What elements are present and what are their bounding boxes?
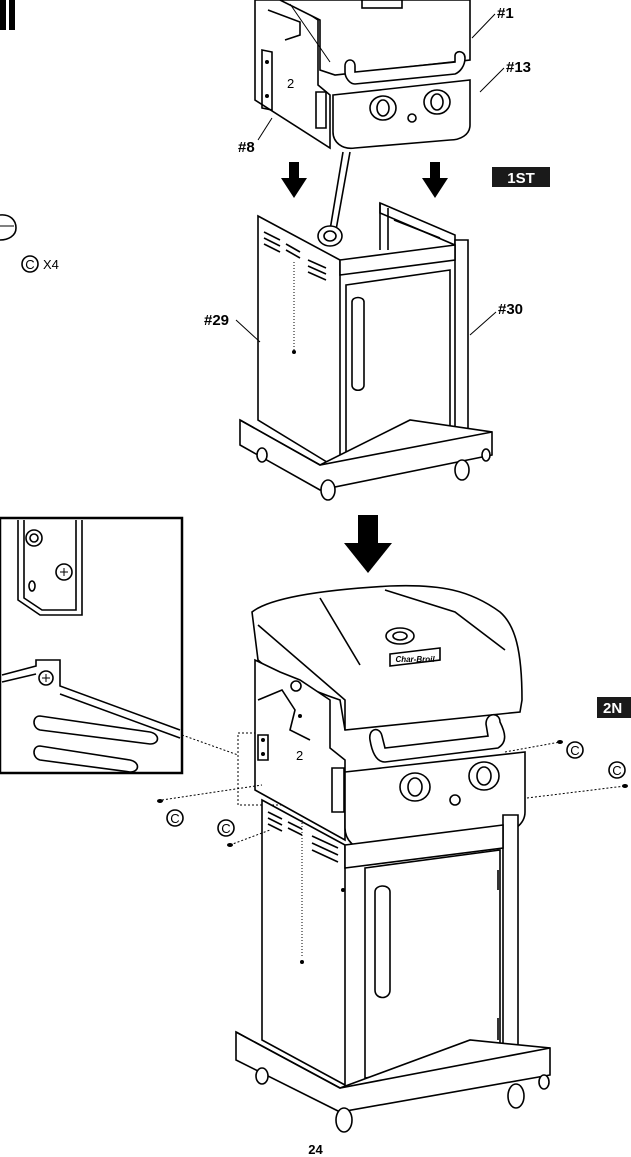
panel-number-assembled: 2 [296, 748, 303, 763]
screw-icon [157, 799, 163, 803]
step-first-badge [492, 167, 550, 187]
hardware-quantity: X4 [43, 257, 59, 272]
heading-fragment [0, 0, 6, 30]
step-second-label: 2N [603, 700, 622, 717]
igniter-icon [449, 794, 461, 806]
part-c-marker: C [608, 761, 626, 779]
part-c-marker: C [166, 809, 184, 827]
step-first-label: 1ST [507, 170, 535, 187]
caster-icon [320, 479, 336, 501]
detail-inset [0, 516, 184, 775]
part-c-icon [608, 761, 626, 779]
screw-icon [557, 740, 563, 744]
label-control-panel: #13 [506, 59, 531, 76]
label-lid: #1 [497, 5, 514, 22]
screw-icon [227, 843, 233, 847]
svg-text:C: C [570, 743, 579, 758]
screw-icon [622, 784, 628, 788]
arrow-down-icon [281, 162, 307, 198]
grill-head-top: 2 [254, 0, 471, 247]
hardware-legend: C X4 [0, 214, 59, 273]
part-letter: C [25, 257, 34, 272]
svg-text:C: C [612, 763, 621, 778]
grill-assembled: Char-Broil 2 [235, 584, 551, 1133]
svg-text:C: C [170, 811, 179, 826]
caster-icon [256, 447, 268, 463]
panel-number: 2 [287, 76, 294, 91]
part-c-icon [21, 255, 39, 273]
caster-icon [538, 1074, 550, 1090]
caster-icon [454, 459, 470, 481]
label-left-cart-panel: #29 [204, 312, 229, 329]
svg-text:C: C [221, 821, 230, 836]
arrow-down-icon [422, 162, 448, 198]
part-c-icon [217, 819, 235, 837]
part-c-icon [166, 809, 184, 827]
caster-icon [335, 1107, 353, 1133]
heading-fragment [9, 0, 15, 30]
part-c-icon [566, 741, 584, 759]
screw-paths [157, 740, 628, 847]
brand-logo: Char-Broil [395, 655, 435, 664]
label-right-cart-panel: #30 [498, 301, 523, 318]
vent-slots [267, 811, 339, 863]
caster-icon [255, 1067, 269, 1085]
part-c-marker: C [217, 819, 235, 837]
caster-icon [481, 448, 491, 462]
step-second-badge [597, 697, 631, 718]
cart-top [239, 201, 493, 501]
part-c-marker: C [566, 741, 584, 759]
caster-icon [507, 1083, 525, 1109]
page-number: 24 [308, 1142, 323, 1157]
arrow-down-large-icon [344, 515, 392, 573]
vent-slots [263, 231, 327, 281]
label-side-bracket: #8 [238, 139, 255, 156]
